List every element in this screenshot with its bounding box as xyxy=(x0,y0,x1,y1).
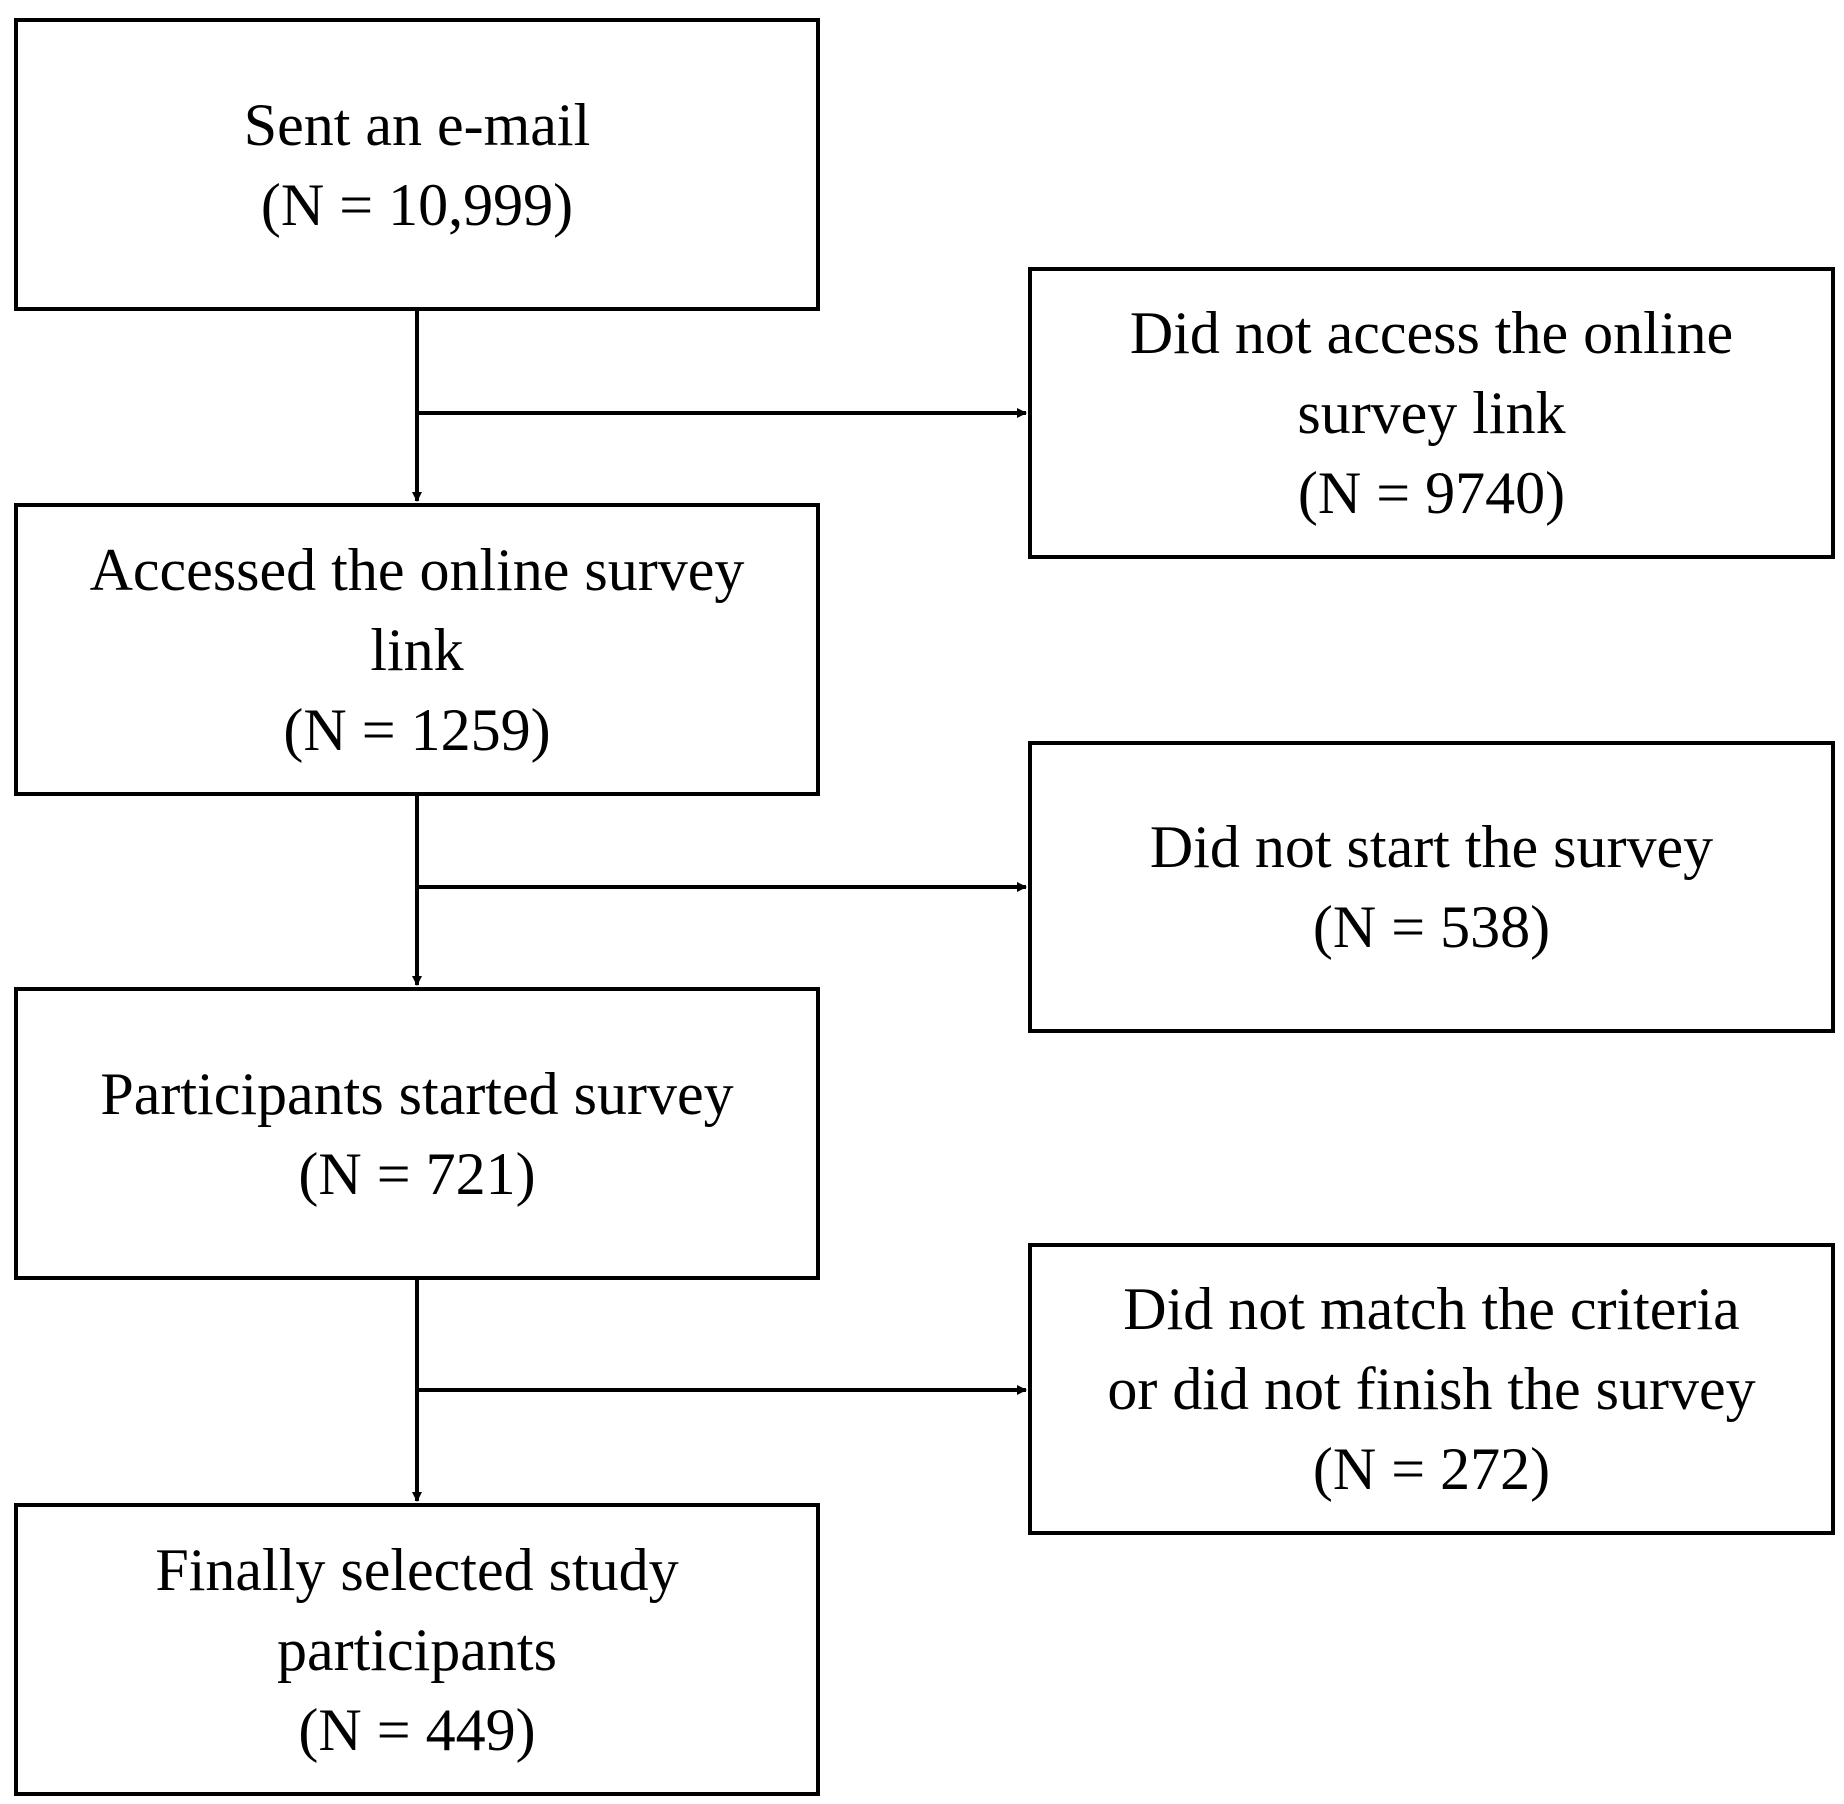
step-label: Sent an e-mail xyxy=(243,91,591,158)
exclusion-label: Did not match the criteria xyxy=(1123,1276,1740,1342)
exclusion-label-cont: or did not finish the survey xyxy=(1107,1356,1756,1422)
exclusion-not-matched: Did not match the criteria or did not fi… xyxy=(1028,1243,1835,1535)
exclusion-not-accessed: Did not access the online survey link (N… xyxy=(1028,267,1835,559)
exclusion-count: (N = 9740) xyxy=(1297,460,1566,526)
step-label: Finally selected study xyxy=(155,1536,679,1603)
step-final-participants: Finally selected study participants (N =… xyxy=(14,1503,820,1796)
exclusion-label-cont: survey link xyxy=(1297,380,1566,446)
step-label-cont: link xyxy=(370,616,464,683)
exclusion-not-started: Did not start the survey (N = 538) xyxy=(1028,741,1835,1033)
exclusion-count: (N = 538) xyxy=(1312,894,1551,960)
step-count: (N = 721) xyxy=(298,1140,536,1207)
step-count: (N = 10,999) xyxy=(260,171,574,238)
step-label: Participants started survey xyxy=(100,1060,734,1127)
step-label: Accessed the online survey xyxy=(89,536,745,603)
step-sent-email: Sent an e-mail (N = 10,999) xyxy=(14,18,820,311)
step-label-cont: participants xyxy=(277,1616,557,1683)
exclusion-label: Did not start the survey xyxy=(1149,814,1714,880)
exclusion-count: (N = 272) xyxy=(1312,1436,1551,1502)
step-count: (N = 449) xyxy=(298,1696,536,1763)
step-count: (N = 1259) xyxy=(283,696,551,763)
step-accessed-link: Accessed the online survey link (N = 125… xyxy=(14,503,820,796)
step-started-survey: Participants started survey (N = 721) xyxy=(14,987,820,1280)
exclusion-label: Did not access the online xyxy=(1129,300,1734,366)
